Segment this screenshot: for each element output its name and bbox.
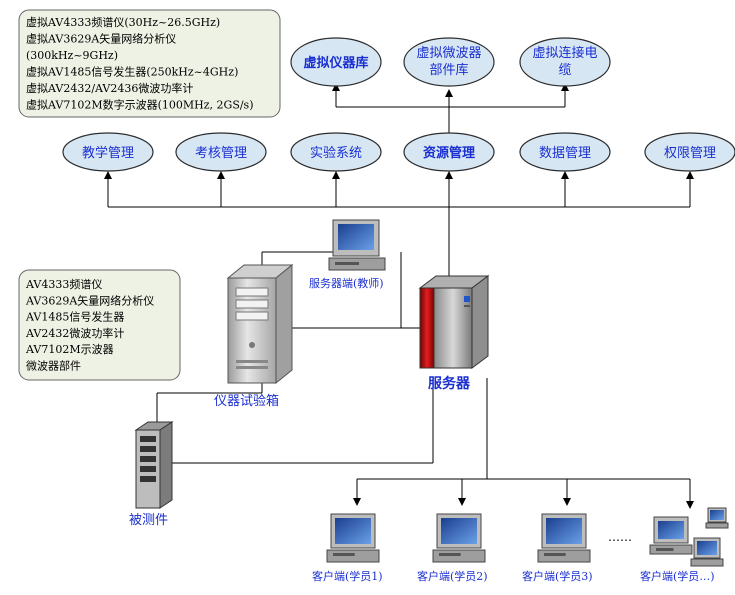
teaching-module-ellipse [62,132,154,172]
client-3-label: 客户端(学员3) [522,569,593,583]
resource-module-node: 资源管理 [403,132,495,172]
left-note-line: AV1485信号发生器 [25,310,124,324]
data-module-ellipse [519,132,611,172]
client-2-node: 客户端(学员2) [417,513,488,583]
left-note-line: AV4333频谱仪 [25,277,102,291]
instrument-box-icon [226,263,294,385]
clients-ellipsis: …… [608,530,632,544]
teacher-computer-icon [328,219,386,271]
dut-icon [134,421,174,509]
data-module-label: 数据管理 [539,146,591,161]
module-group: 教学管理 考核管理 实验系统 资源管理 数据管理 权限管理 [62,132,735,172]
left-note-line: AV2432微波功率计 [25,326,124,340]
cable-lib-label: 虚拟连接电 [532,45,597,61]
resource-module-ellipse [403,132,495,172]
teacher-terminal-label: 服务器端(教师) [309,277,384,290]
component-lib-label: 部件库 [429,62,468,78]
top-note-line: 虚拟AV1485信号发生器(250kHz~4GHz) [26,65,238,79]
resource-module-label: 资源管理 [423,145,475,161]
instrument-lib-label: 虚拟仪器库 [303,55,368,71]
computer-icon [649,516,693,555]
top-note-line: 虚拟AV4333频谱仪(30Hz~26.5GHz) [26,15,220,29]
component-lib-label: 虚拟微波器 [416,46,481,61]
assessment-module-ellipse [175,132,267,172]
extra-computer-icon [705,507,729,529]
top-note-line: 虚拟AV3629A矢量网络分析仪 [26,32,176,46]
instrument-lib-ellipse [290,37,382,87]
server-icon [418,275,490,369]
computer-icon [326,513,380,563]
top-note-line: (300kHz~9GHz) [26,49,118,62]
top-note-box: 虚拟AV4333频谱仪(30Hz~26.5GHz) 虚拟AV3629A矢量网络分析… [18,9,281,118]
client-1-label: 客户端(学员1) [312,569,383,583]
left-note-box: AV4333频谱仪 AV3629A矢量网络分析仪 AV1485信号发生器 AV2432… [18,269,181,381]
top-note-text: 虚拟AV4333频谱仪(30Hz~26.5GHz) 虚拟AV3629A矢量网络分析… [26,15,254,112]
extra-computer-icon [690,537,724,567]
teaching-module-node: 教学管理 [62,132,154,172]
component-lib-ellipse [403,37,495,87]
teaching-module-label: 教学管理 [82,145,134,161]
client-2-label: 客户端(学员2) [417,569,488,583]
clients-group: 客户端(学员1) 客户端(学员2) 客户端(学员3) 客户端(学员…) [312,513,715,583]
server-label: 服务器 [428,375,471,392]
instrument-lib-node: 虚拟仪器库 [290,37,382,87]
computer-icon [432,513,486,563]
left-note-line: 微波器部件 [26,359,81,373]
client-n-label: 客户端(学员…) [640,569,715,583]
client-n-node: 客户端(学员…) [640,516,715,583]
left-note-line: AV3629A矢量网络分析仪 [25,293,154,307]
connector-lines [104,83,694,509]
permission-module-node: 权限管理 [644,132,735,172]
top-note-line: 虚拟AV2432/AV2436微波功率计 [26,81,193,95]
cable-lib-ellipse [519,37,611,87]
left-note-line: AV7102M示波器 [25,343,114,356]
permission-module-label: 权限管理 [664,145,716,161]
instrument-box-label: 仪器试验箱 [214,393,279,409]
experiment-module-node: 实验系统 [290,132,382,172]
experiment-module-label: 实验系统 [310,145,362,161]
cable-lib-label: 缆 [558,62,571,78]
experiment-module-ellipse [290,132,382,172]
top-note-line: 虚拟AV7102M数字示波器(100MHz, 2GS/s) [26,98,254,112]
assessment-module-node: 考核管理 [175,132,267,172]
client-1-node: 客户端(学员1) [312,513,383,583]
permission-module-ellipse [644,132,735,172]
dut-label: 被测件 [129,513,168,528]
data-module-node: 数据管理 [519,132,611,172]
client-3-node: 客户端(学员3) [522,513,593,583]
computer-icon [537,513,591,563]
left-note-text: AV4333频谱仪 AV3629A矢量网络分析仪 AV1485信号发生器 AV2432… [25,277,154,373]
assessment-module-label: 考核管理 [195,146,247,161]
